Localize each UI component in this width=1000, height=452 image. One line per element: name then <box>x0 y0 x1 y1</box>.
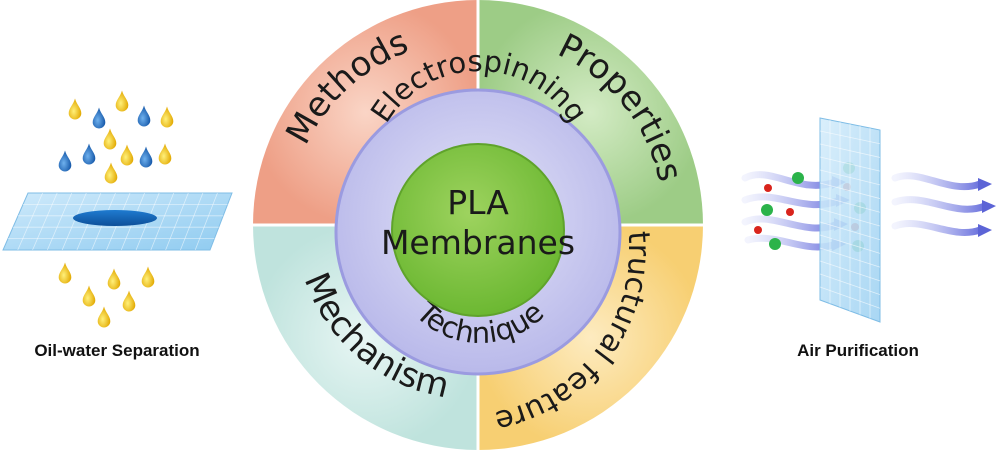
grid-line <box>17 192 43 251</box>
membrane-sheet <box>2 192 233 251</box>
water-drop-icon <box>58 150 72 172</box>
water-hole <box>73 210 157 226</box>
grid-line <box>46 192 73 251</box>
grid-line <box>819 169 881 186</box>
filter-membrane <box>819 117 881 323</box>
grid-line <box>819 273 881 295</box>
water-drops-above <box>58 90 174 184</box>
microbe-particle-icon <box>761 204 773 216</box>
center-circle <box>391 143 565 317</box>
oil-drop-icon <box>68 98 82 120</box>
microbe-particle-icon <box>769 238 781 250</box>
pollutant-particle-icon <box>754 226 762 234</box>
grid-line <box>819 143 881 158</box>
caption-air-purification: Air Purification <box>797 341 919 360</box>
oil-drop-icon <box>97 306 111 328</box>
oil-drop-icon <box>107 268 121 290</box>
grid-line <box>819 221 881 241</box>
grid-line <box>819 234 881 254</box>
water-drop-icon <box>137 105 151 127</box>
grid-line <box>819 156 881 172</box>
grid-line <box>32 192 58 251</box>
outgoing-airflow <box>891 172 996 237</box>
oil-drop-icon <box>158 143 172 165</box>
oil-drop-icon <box>122 290 136 312</box>
center-title-line2: Membranes <box>381 223 575 262</box>
grid-line <box>819 247 881 268</box>
water-drop-icon <box>82 143 96 165</box>
grid-line <box>165 192 189 251</box>
oil-water-panel: Oil-water Separation <box>2 90 233 360</box>
microbe-particle-icon <box>792 172 804 184</box>
grid-line <box>819 208 881 227</box>
oil-drop-icon <box>160 106 174 128</box>
oil-drop-icon <box>141 266 155 288</box>
water-drop-icon <box>92 107 106 129</box>
oil-drop-icon <box>120 144 134 166</box>
pollutant-particle-icon <box>786 208 794 216</box>
grid-line <box>150 192 175 251</box>
oil-drop-icon <box>103 128 117 150</box>
grid-line <box>819 286 881 309</box>
air-purification-panel: Air Purification <box>741 117 996 360</box>
grid-line <box>819 260 881 282</box>
grid-line <box>61 192 87 251</box>
caption-oil-water: Oil-water Separation <box>34 341 199 360</box>
grid-line <box>819 195 881 213</box>
grid-line <box>819 182 881 199</box>
grid-line <box>180 192 204 251</box>
grid-line <box>194 192 218 251</box>
pollutant-particle-icon <box>764 184 772 192</box>
grid-line <box>819 130 881 145</box>
oil-drop-icon <box>58 262 72 284</box>
oil-drop-icon <box>104 162 118 184</box>
center-title-line1: PLA <box>447 183 509 222</box>
oil-drop-icon <box>115 90 129 112</box>
oil-drop-icon <box>82 285 96 307</box>
water-drop-icon <box>139 146 153 168</box>
oil-drops-below <box>58 262 155 328</box>
